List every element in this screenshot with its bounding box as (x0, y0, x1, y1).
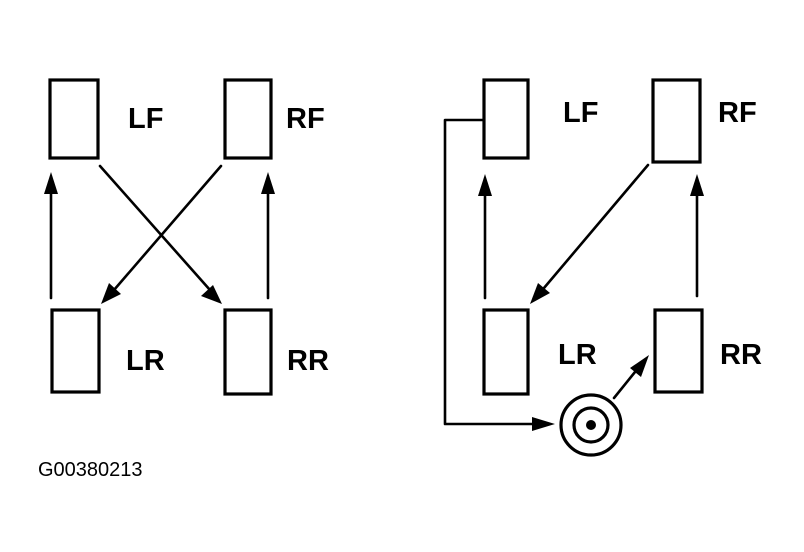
right-lf-tire (482, 78, 530, 160)
right-lr-tire (482, 308, 530, 396)
left-rf-label: RF (286, 103, 325, 135)
left-arrow-lr-to-lf (44, 172, 58, 300)
left-arrow-lf-to-rr (98, 164, 222, 304)
left-arrow-rf-to-lr (101, 164, 223, 304)
left-lr-label: LR (126, 345, 165, 377)
right-rf-label: RF (718, 97, 757, 129)
right-lr-label: LR (558, 339, 597, 371)
left-lf-label: LF (128, 103, 163, 135)
right-arrow-rf-to-lr (530, 163, 650, 304)
right-rf-tire (651, 78, 702, 164)
left-lf-tire (48, 78, 100, 160)
right-rotation-pattern: LF RF LR RR (443, 78, 762, 457)
left-arrow-rr-to-rf (261, 172, 275, 300)
left-rotation-pattern: LF RF LR RR (44, 78, 329, 396)
right-rr-label: RR (720, 339, 762, 371)
right-lf-label: LF (563, 97, 598, 129)
right-rr-tire (653, 308, 704, 394)
right-arrow-lr-to-lf (478, 174, 492, 300)
left-rf-tire (223, 78, 273, 160)
left-rr-tire (223, 308, 273, 396)
spare-tire-icon (559, 393, 623, 457)
left-rr-label: RR (287, 345, 329, 377)
right-arrow-spare-to-rr (612, 355, 649, 400)
right-arrow-lf-to-spare (443, 118, 555, 431)
left-lr-tire (50, 308, 101, 394)
figure-code: G00380213 (38, 459, 143, 481)
right-arrow-rr-to-rf (690, 174, 704, 298)
